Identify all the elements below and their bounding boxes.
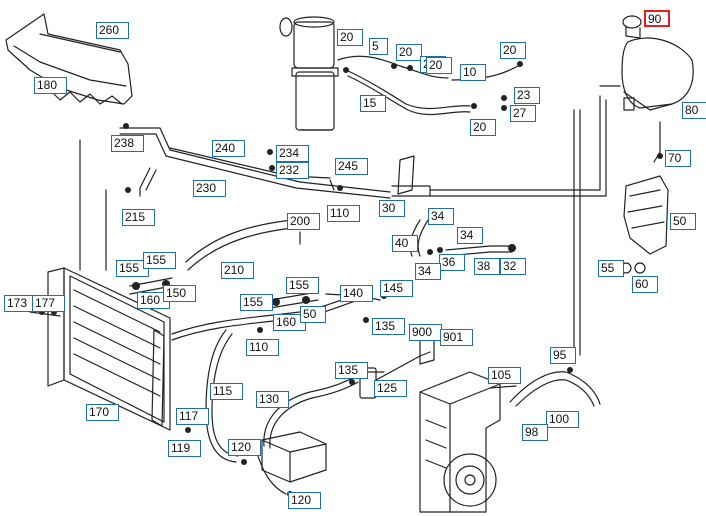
callout-label-15[interactable]: 15 <box>360 95 386 112</box>
callout-label-200[interactable]: 200 <box>287 213 320 230</box>
callout-label-150[interactable]: 150 <box>163 285 196 302</box>
callout-label-105[interactable]: 105 <box>488 367 521 384</box>
callout-label-40[interactable]: 40 <box>392 235 418 252</box>
callout-label-215[interactable]: 215 <box>122 209 155 226</box>
reservoir-canister-part <box>279 16 339 131</box>
callout-label-38[interactable]: 38 <box>474 258 500 275</box>
callout-label-180[interactable]: 180 <box>34 77 67 94</box>
callout-label-238[interactable]: 238 <box>111 135 144 152</box>
callout-label-20[interactable]: 20 <box>470 119 496 136</box>
hose-5-part <box>337 55 449 79</box>
callout-label-230[interactable]: 230 <box>193 180 226 197</box>
callout-label-50[interactable]: 50 <box>670 213 696 230</box>
callout-label-98[interactable]: 98 <box>522 424 548 441</box>
callout-label-5[interactable]: 5 <box>369 38 388 55</box>
callout-label-36[interactable]: 36 <box>439 254 465 271</box>
expansion-tank-part <box>621 15 694 111</box>
callout-label-245[interactable]: 245 <box>335 158 368 175</box>
callout-label-34[interactable]: 34 <box>428 208 454 225</box>
hose-15-part <box>347 75 471 116</box>
callout-label-135[interactable]: 135 <box>372 318 405 335</box>
callout-label-115[interactable]: 115 <box>210 383 243 400</box>
radiator-part <box>47 267 171 431</box>
callout-label-120[interactable]: 120 <box>228 439 261 456</box>
callout-label-27[interactable]: 27 <box>510 105 536 122</box>
callout-label-234[interactable]: 234 <box>276 145 309 162</box>
callout-label-20[interactable]: 20 <box>500 42 526 59</box>
callout-label-30[interactable]: 30 <box>379 200 405 217</box>
heat-shield-part <box>5 13 133 105</box>
callout-label-130[interactable]: 130 <box>256 391 289 408</box>
callout-label-160[interactable]: 160 <box>273 314 306 331</box>
callout-label-155[interactable]: 155 <box>143 252 176 269</box>
callout-label-80[interactable]: 80 <box>682 102 706 119</box>
callout-label-240[interactable]: 240 <box>212 140 245 157</box>
callout-label-32[interactable]: 32 <box>500 258 526 275</box>
callout-label-155[interactable]: 155 <box>116 260 149 277</box>
callout-label-232[interactable]: 232 <box>276 162 309 179</box>
callout-label-125[interactable]: 125 <box>374 380 407 397</box>
callout-label-70[interactable]: 70 <box>665 150 691 167</box>
callout-label-55[interactable]: 55 <box>598 260 624 277</box>
callout-label-160[interactable]: 160 <box>137 292 170 309</box>
callout-label-155[interactable]: 155 <box>286 277 319 294</box>
callout-label-20[interactable]: 20 <box>337 29 363 46</box>
hose-210-part <box>187 227 293 271</box>
callout-label-110[interactable]: 110 <box>246 339 279 356</box>
callout-label-95[interactable]: 95 <box>550 347 576 364</box>
pump-120-part <box>261 431 327 483</box>
callout-label-10[interactable]: 10 <box>460 64 486 81</box>
callout-label-60[interactable]: 60 <box>632 276 658 293</box>
callout-label-170[interactable]: 170 <box>86 404 119 421</box>
callout-label-50[interactable]: 50 <box>300 306 326 323</box>
callout-label-110[interactable]: 110 <box>327 205 360 222</box>
callout-label-145[interactable]: 145 <box>380 280 413 297</box>
callout-label-135[interactable]: 135 <box>335 362 368 379</box>
callout-label-20[interactable]: 20 <box>396 44 422 61</box>
callout-label-120[interactable]: 120 <box>288 492 321 509</box>
callout-label-90[interactable]: 90 <box>644 10 670 27</box>
callout-label-100[interactable]: 100 <box>546 411 579 428</box>
callout-label-119[interactable]: 119 <box>168 440 201 457</box>
callout-label-901[interactable]: 901 <box>440 329 473 346</box>
callout-label-140[interactable]: 140 <box>340 285 373 302</box>
callout-label-210[interactable]: 210 <box>221 262 254 279</box>
callout-label-20[interactable]: 20 <box>426 57 452 74</box>
callout-label-117[interactable]: 117 <box>176 408 209 425</box>
callout-label-155[interactable]: 155 <box>240 294 273 311</box>
callout-label-23[interactable]: 23 <box>514 87 540 104</box>
electric-motor-part <box>419 371 501 513</box>
callout-label-900[interactable]: 900 <box>409 324 442 341</box>
callout-label-173[interactable]: 173 <box>4 295 37 312</box>
callout-label-177[interactable]: 177 <box>32 295 65 312</box>
bracket-50-part <box>623 175 669 255</box>
hose-10-part <box>451 65 519 81</box>
callout-label-34[interactable]: 34 <box>457 227 483 244</box>
callout-label-260[interactable]: 260 <box>96 22 129 39</box>
callout-label-34[interactable]: 34 <box>415 263 441 280</box>
